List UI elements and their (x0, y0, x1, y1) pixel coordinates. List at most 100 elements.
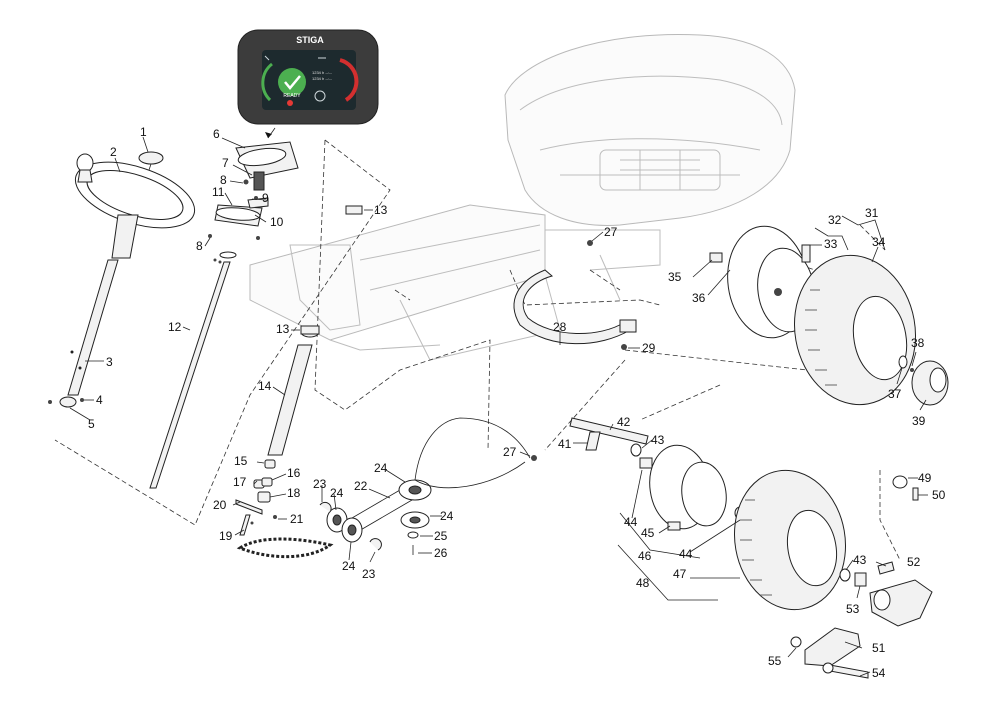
callout: 55 (768, 654, 782, 668)
callout: 15 (234, 454, 248, 468)
status-icons (264, 55, 326, 61)
part-19 (239, 514, 251, 536)
strap-bracket (619, 319, 637, 333)
callout: 16 (287, 466, 301, 480)
callout: 28 (553, 320, 567, 334)
callout: 24 (440, 509, 454, 523)
column-tube-14 (267, 344, 313, 456)
callout: 7 (222, 156, 229, 170)
callout: 25 (434, 529, 448, 543)
callout: 33 (824, 237, 838, 251)
callout: 53 (846, 602, 860, 616)
callout: 27 (604, 225, 618, 239)
part-15 (264, 459, 276, 469)
callout: 54 (872, 666, 886, 680)
spacer-35 (709, 252, 723, 263)
control-cable (414, 417, 531, 481)
pin-41 (585, 431, 601, 451)
strap-28 (513, 269, 631, 345)
callout: 32 (828, 213, 842, 227)
steering-cap (138, 151, 164, 165)
callout: 49 (918, 471, 932, 485)
callout: 24 (342, 559, 356, 573)
display-screen (262, 50, 356, 110)
callout: 41 (558, 437, 572, 451)
callout: 43 (853, 553, 867, 567)
part-18 (257, 491, 271, 503)
callout: 21 (290, 512, 304, 526)
bushing-5 (59, 396, 77, 408)
callout: 26 (434, 546, 448, 560)
washer-43a (630, 443, 642, 457)
callout: 1 (140, 125, 147, 139)
callout: 48 (636, 576, 650, 590)
pulley-24a (398, 479, 432, 501)
callout: 20 (213, 498, 227, 512)
callout: 11 (212, 185, 225, 199)
callout: 38 (911, 336, 925, 350)
settings-icon (314, 90, 326, 102)
rear-rim (727, 225, 815, 339)
part-16 (261, 477, 273, 487)
ready-label: READY (283, 93, 301, 99)
part-20 (235, 499, 263, 515)
callout: 36 (692, 291, 706, 305)
callout: 37 (888, 387, 902, 401)
callout: 23 (362, 567, 376, 581)
callout: 9 (262, 191, 269, 205)
steering-column (67, 259, 119, 396)
washer-49 (892, 475, 908, 489)
callout: 18 (287, 486, 301, 500)
stop-icon (287, 100, 293, 106)
callout: 14 (258, 379, 272, 393)
check-icon (284, 75, 301, 90)
callout: 27 (503, 445, 517, 459)
ready-indicator (278, 68, 306, 96)
callout: 44 (679, 547, 693, 561)
callout: 51 (872, 641, 886, 655)
callout: 13 (374, 203, 388, 217)
right-gauge-arc (339, 58, 359, 102)
callout: 39 (912, 414, 926, 428)
callout: 19 (219, 529, 233, 543)
front-tyre-47 (733, 469, 847, 611)
bolt-54 (829, 664, 869, 679)
callout: 46 (638, 549, 652, 563)
callout: 22 (354, 479, 368, 493)
callout: 2 (110, 145, 117, 159)
washer-37 (898, 355, 908, 369)
drive-chain (236, 537, 334, 559)
callout: 17 (233, 475, 247, 489)
callout: 4 (96, 393, 103, 407)
callout: 8 (196, 239, 203, 253)
spacer-44a (639, 457, 653, 469)
pulley-24d (400, 511, 430, 529)
clip-23a (319, 501, 332, 513)
callout: 50 (932, 488, 946, 502)
connector-7 (253, 171, 265, 191)
callout: 31 (865, 206, 879, 220)
left-gauge-arc (261, 62, 273, 102)
callout: 24 (374, 461, 388, 475)
axle-42 (569, 417, 649, 445)
display-line-2: 1234 h --:-- (312, 76, 332, 81)
spacer-53 (854, 572, 867, 587)
callout: 12 (168, 320, 182, 334)
callout: 24 (330, 486, 344, 500)
rear-tyre-34 (793, 254, 917, 406)
chassis-ghost (249, 33, 796, 361)
washer-55 (790, 636, 802, 648)
callout: 47 (673, 567, 687, 581)
pulley-24c (341, 517, 363, 543)
display-line-1: 1234 h --:-- (312, 70, 332, 75)
leader-lines (69, 136, 928, 677)
display-unit: STIGA READY 1234 h --:-- 1234 h --:-- (237, 29, 379, 125)
callout: 44 (624, 515, 638, 529)
callout: 43 (651, 433, 665, 447)
grease-nipple-52 (877, 561, 895, 575)
steering-shaft-12 (149, 261, 231, 489)
callout: 10 (270, 215, 284, 229)
callout: 29 (642, 341, 656, 355)
bracket-51 (804, 627, 861, 667)
